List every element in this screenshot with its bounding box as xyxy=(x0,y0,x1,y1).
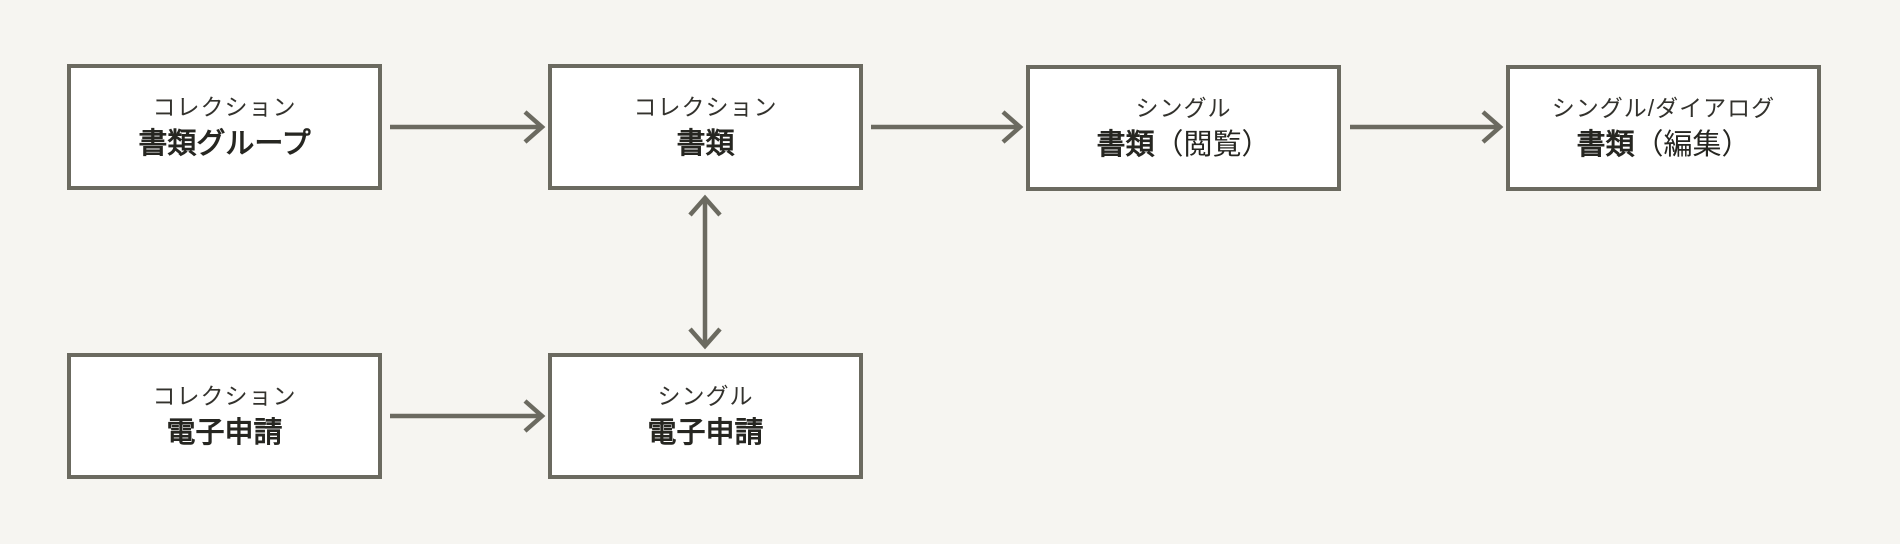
node-eapplication-single: シングル 電子申請 xyxy=(548,353,863,479)
arrow-eapp-collection-to-eapp-single-icon xyxy=(390,399,546,433)
node-type-label: シングル/ダイアログ xyxy=(1551,94,1776,121)
node-title-main: 書類グループ xyxy=(138,127,311,160)
node-title: 電子申請 xyxy=(166,416,283,449)
node-document-view-single: シングル 書類（閲覧） xyxy=(1026,65,1341,191)
node-title-main: 書類 xyxy=(1096,128,1155,161)
node-eapplication-collection: コレクション 電子申請 xyxy=(67,353,382,479)
node-document-collection: コレクション 書類 xyxy=(548,64,863,190)
node-title: 書類グループ xyxy=(138,127,311,160)
arrow-doc-view-to-doc-edit-icon xyxy=(1350,110,1504,144)
arrow-doc-to-doc-view-icon xyxy=(871,110,1024,144)
node-title-main: 書類 xyxy=(1576,128,1635,161)
node-title-suffix: （閲覧） xyxy=(1154,128,1271,161)
node-type-label: コレクション xyxy=(633,93,778,120)
node-title: 書類（編集） xyxy=(1576,128,1751,161)
node-type-label: コレクション xyxy=(152,93,297,120)
node-title-main: 電子申請 xyxy=(647,416,764,449)
node-title: 電子申請 xyxy=(647,416,764,449)
node-document-edit-single-dialog: シングル/ダイアログ 書類（編集） xyxy=(1506,65,1821,191)
node-type-label: シングル xyxy=(1135,94,1232,121)
node-title-main: 電子申請 xyxy=(166,416,283,449)
node-document-group-collection: コレクション 書類グループ xyxy=(67,64,382,190)
node-title-suffix: （編集） xyxy=(1634,128,1751,161)
node-type-label: コレクション xyxy=(152,382,297,409)
double-arrow-doc-to-eapp-single-icon xyxy=(688,194,722,350)
arrow-doc-group-to-doc-icon xyxy=(390,110,546,144)
node-title: 書類 xyxy=(676,127,735,160)
node-type-label: シングル xyxy=(657,382,754,409)
node-title-main: 書類 xyxy=(676,127,735,160)
node-title: 書類（閲覧） xyxy=(1096,128,1271,161)
